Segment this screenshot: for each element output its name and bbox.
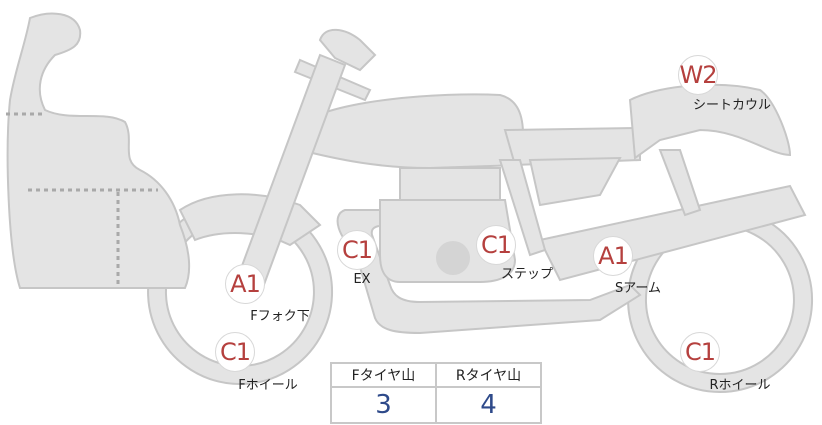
grade-badge-rear-wheel[interactable]: C1	[680, 332, 720, 372]
label-ex: EX	[353, 272, 371, 287]
engine-top	[399, 167, 501, 203]
label-front-fork: Fフォク下	[250, 309, 310, 324]
label-front-wheel: Fホイール	[238, 378, 298, 393]
value-rear-tire: 4	[435, 386, 542, 424]
header-front-tire: Fタイヤ山	[330, 362, 437, 388]
fuel-tank	[299, 93, 524, 170]
header-rear-tire: Rタイヤ山	[435, 362, 542, 388]
label-seat-cowl: シートカウル	[692, 98, 772, 113]
grade-badge-front-wheel[interactable]: C1	[215, 332, 255, 372]
rear-frame	[498, 159, 547, 257]
front-fork	[234, 53, 347, 292]
handlebar	[318, 28, 377, 72]
grade-badge-front-fork[interactable]: A1	[225, 264, 265, 304]
side-cover	[528, 156, 622, 207]
label-step: ステップ	[500, 267, 554, 282]
seat	[503, 126, 641, 167]
front-cowl	[6, 12, 191, 289]
tire-tread-table: Fタイヤ山 Rタイヤ山 3 4	[330, 362, 542, 424]
value-front-tire: 3	[330, 386, 437, 424]
grade-badge-ex[interactable]: C1	[337, 230, 377, 270]
engine-block	[379, 199, 517, 283]
grade-badge-step[interactable]: C1	[476, 225, 516, 265]
label-swingarm: Sアーム	[614, 281, 662, 296]
cowl-seams	[6, 112, 158, 286]
frame	[178, 193, 322, 247]
shock	[658, 149, 702, 217]
grade-badge-swingarm[interactable]: A1	[593, 236, 633, 276]
label-rear-wheel: Rホイール	[709, 378, 771, 393]
grade-badge-seat-cowl[interactable]: W2	[678, 55, 718, 95]
